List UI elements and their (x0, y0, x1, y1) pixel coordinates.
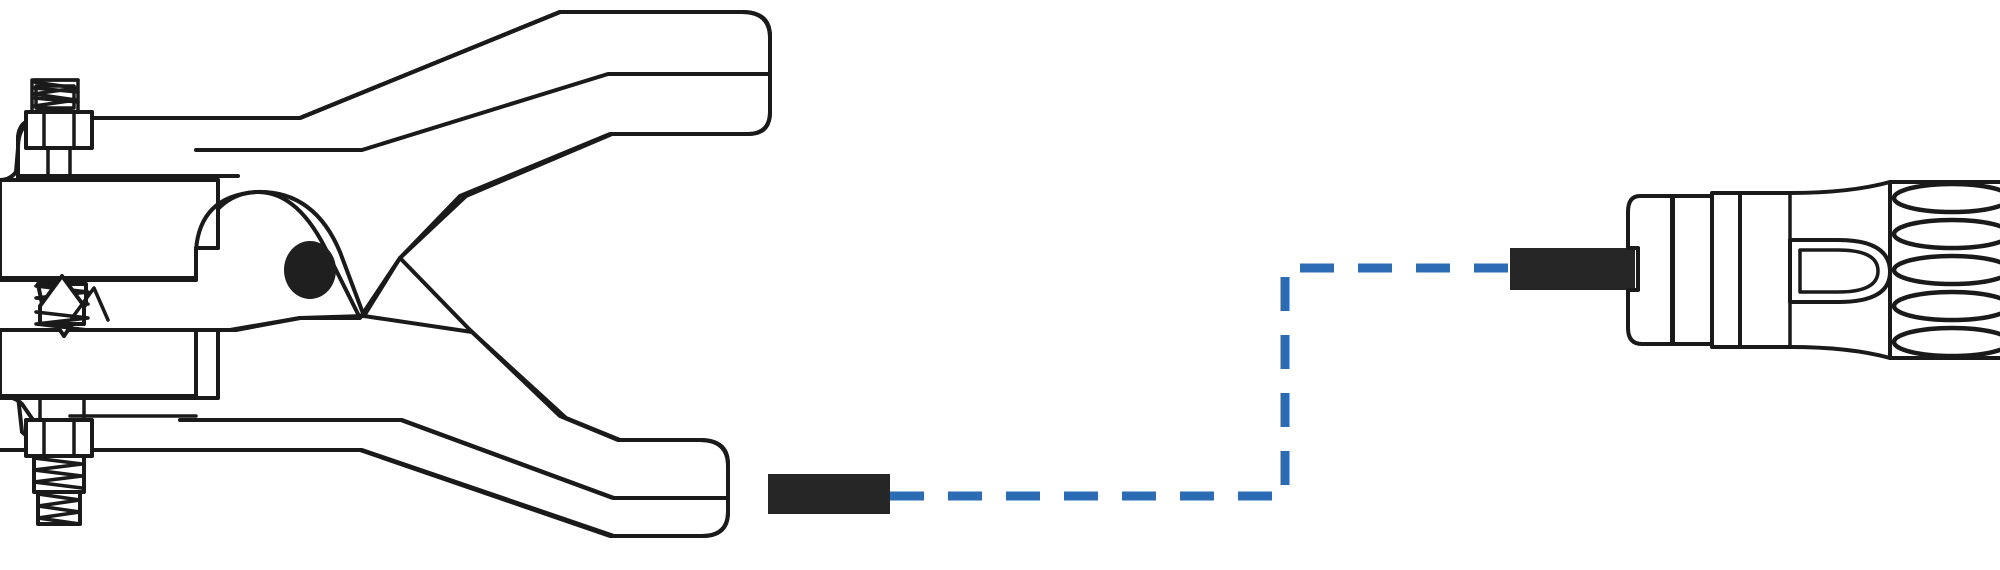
clamp-silhouette (0, 10, 772, 538)
bolt-top (24, 78, 94, 180)
connector-collar (1710, 191, 1742, 349)
cable-right-stub (1510, 248, 1635, 290)
cable-dashed-link (890, 263, 1510, 501)
clamp (0, 10, 772, 538)
jaw-block-lower (0, 328, 220, 400)
cable-left-stub (768, 474, 890, 514)
bolt-bottom (24, 396, 94, 526)
jaw-block-upper (0, 178, 220, 280)
connector (1626, 180, 2000, 360)
pivot-hole (284, 241, 336, 299)
connector-grip (1888, 180, 2000, 360)
jaw-tooth-lower (34, 274, 110, 332)
